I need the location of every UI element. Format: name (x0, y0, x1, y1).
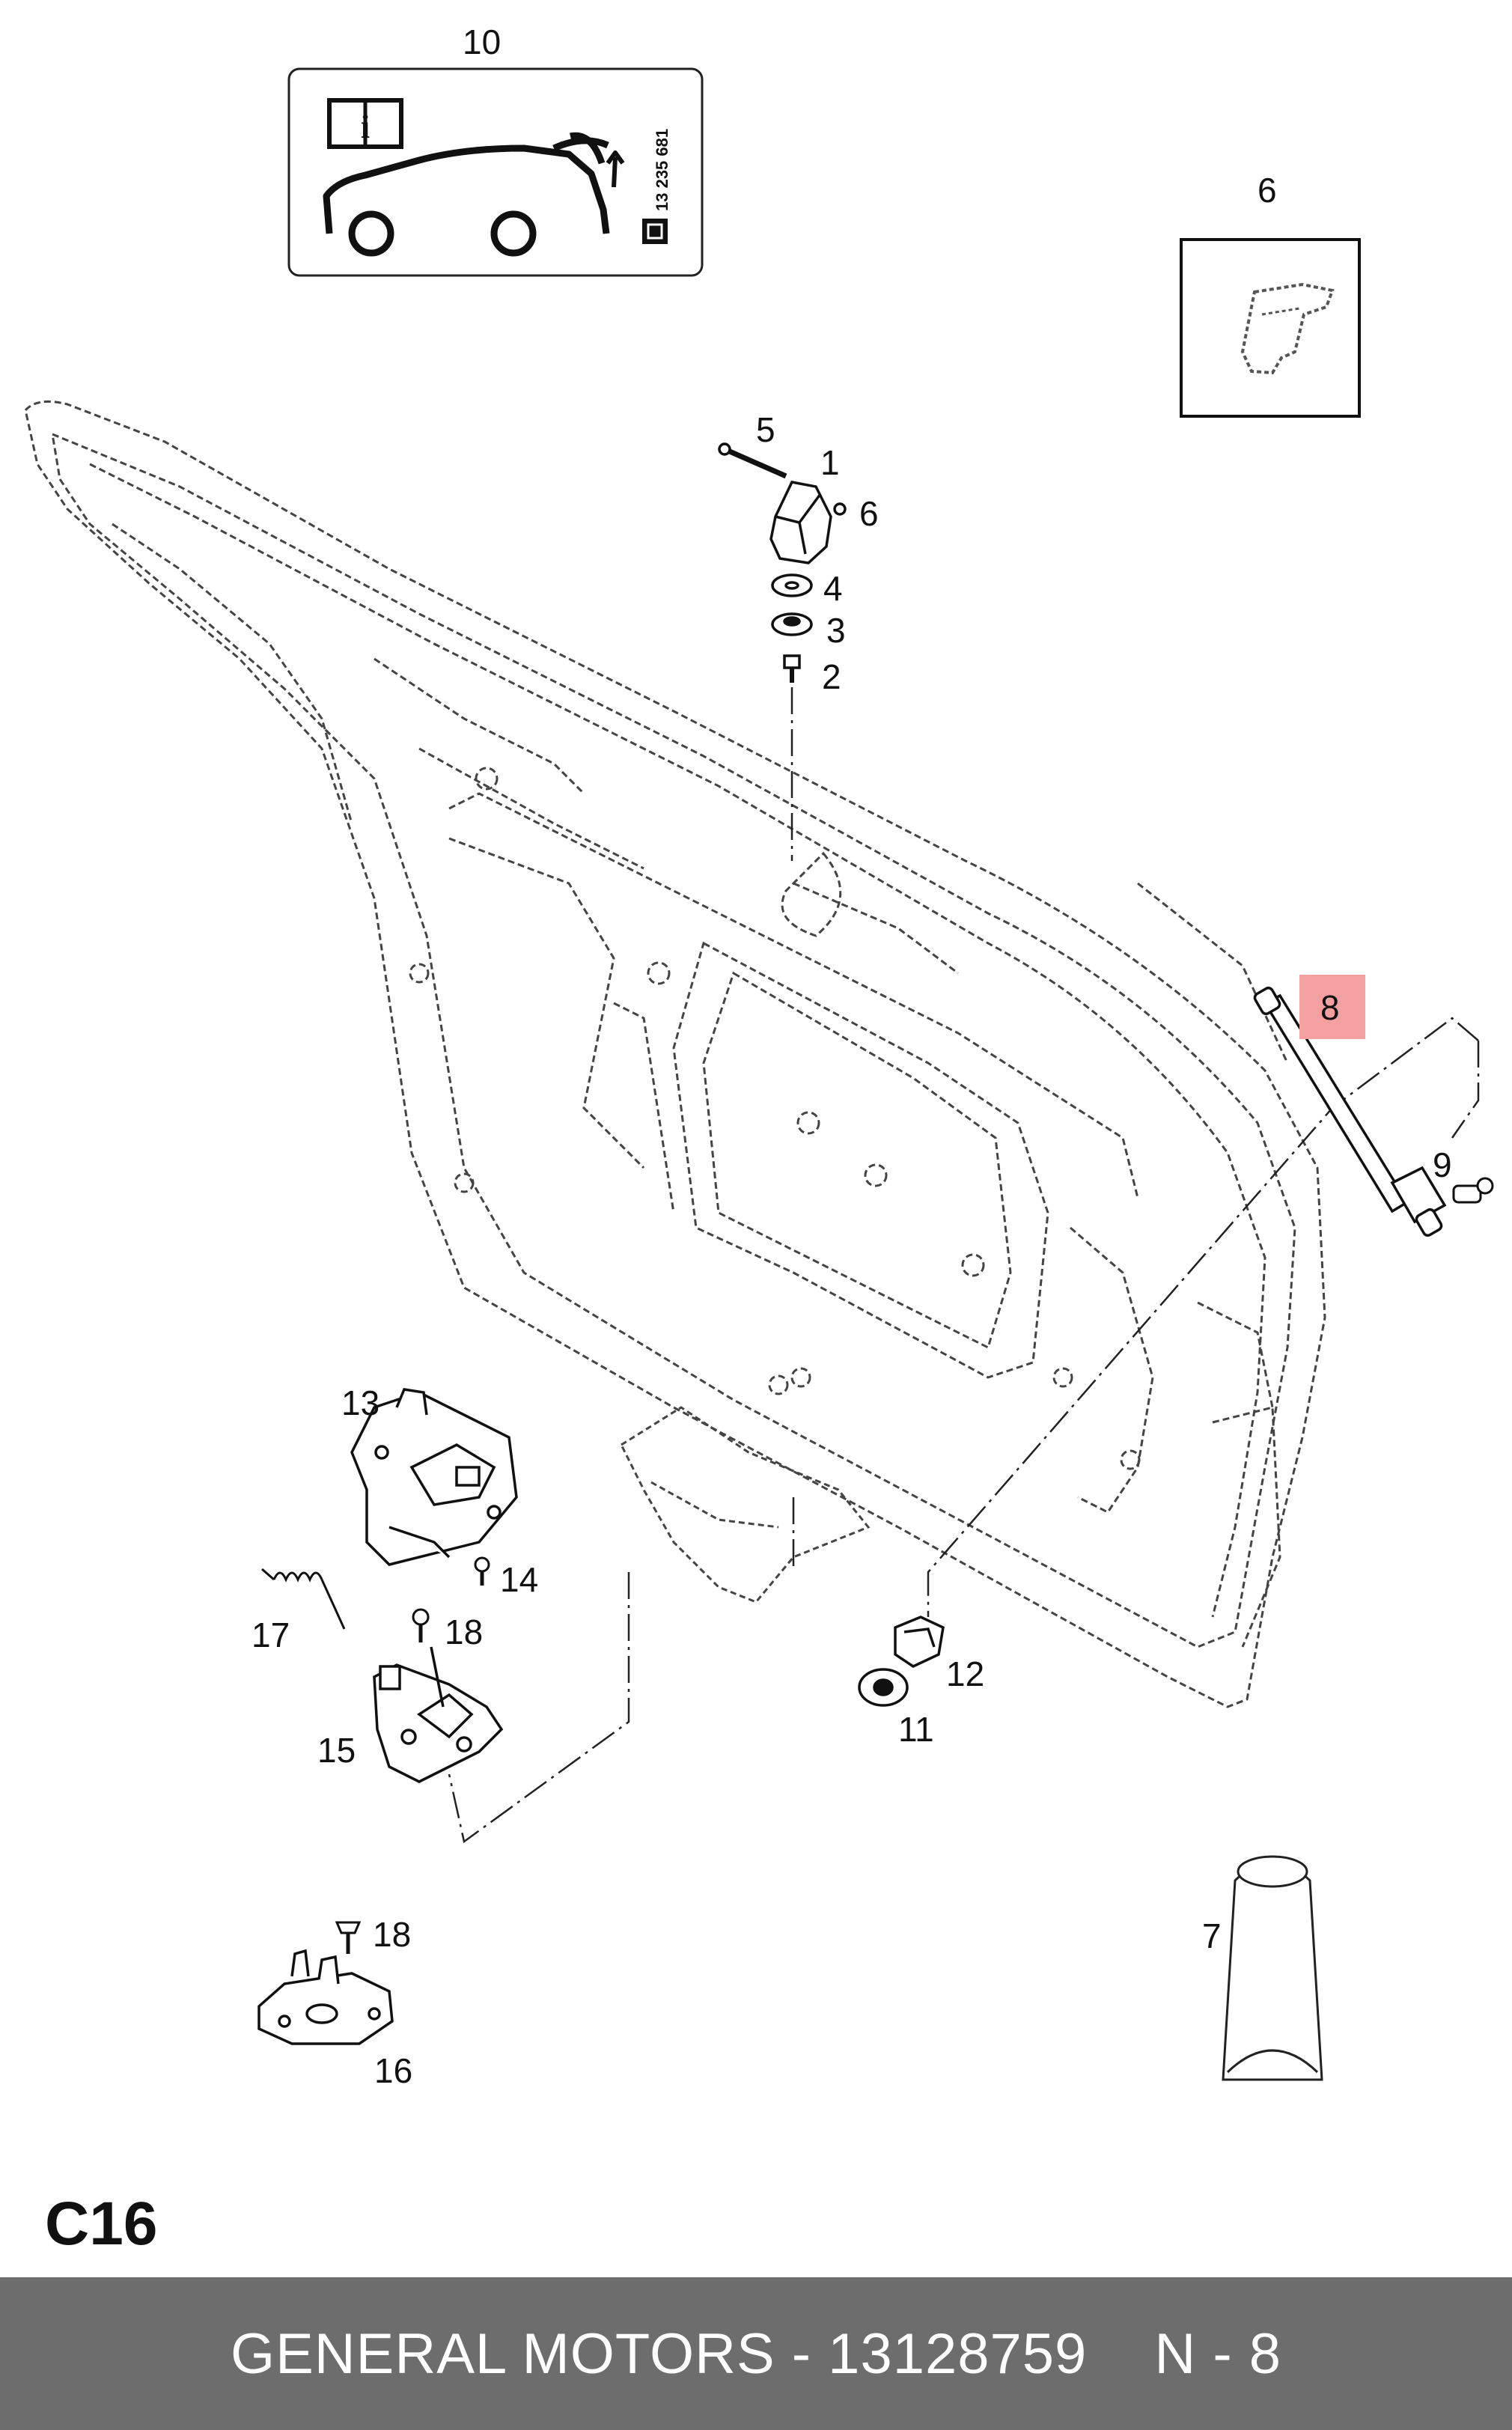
bolt-2 (783, 654, 801, 683)
callout-18-upper: 18 (445, 1613, 483, 1651)
callout-12: 12 (946, 1654, 984, 1693)
sticker-part-number: 13 235 681 (653, 129, 671, 211)
gas-strut (1253, 986, 1447, 1237)
callout-5: 5 (756, 410, 775, 449)
callout-6: 6 (859, 494, 879, 533)
hinge-pin (718, 442, 787, 479)
spring-17 (261, 1568, 346, 1630)
parts-diagram: i 13 235 681 (24, 22, 1494, 2258)
hinge-assembly (718, 442, 847, 683)
callout-2: 2 (822, 657, 841, 696)
callout-1: 1 (820, 443, 840, 482)
grease-tube (1222, 1855, 1323, 2081)
nut-small (833, 502, 847, 516)
callout-17: 17 (252, 1616, 290, 1654)
striker-16 (257, 1949, 394, 2045)
grommet-11 (858, 1668, 909, 1707)
callout-4: 4 (823, 569, 843, 608)
callout-18-lower: 18 (373, 1915, 411, 1954)
screw-18-upper (412, 1608, 430, 1642)
washer-3 (771, 612, 813, 636)
lock-13 (350, 1388, 518, 1566)
latch-15 (373, 1646, 504, 1783)
callout-labels: 10 6 5 1 6 4 3 2 8 9 13 14 17 18 12 11 1… (252, 22, 1452, 2090)
hinge (769, 481, 832, 564)
gm-logo (642, 219, 668, 244)
callout-9: 9 (1433, 1145, 1452, 1184)
callout-16: 16 (374, 2051, 412, 2090)
car-open-tailgate-icon (323, 132, 625, 257)
screw-14 (474, 1556, 490, 1586)
info-book-icon: i (327, 98, 403, 149)
washer-4 (771, 573, 813, 597)
tailgate-panel (24, 400, 1326, 1708)
callout-11: 11 (898, 1710, 934, 1749)
bumper-12 (894, 1616, 945, 1669)
callout-7: 7 (1202, 1916, 1222, 1955)
callout-14: 14 (500, 1560, 538, 1599)
highlight-box (1299, 975, 1365, 1039)
callout-13: 13 (341, 1383, 379, 1422)
latch-mount-bracket (620, 1406, 871, 1604)
section-code: C16 (45, 2190, 157, 2258)
footer-brand-part: GENERAL MOTORS - 13128759 (230, 2321, 1088, 2386)
callout-8: 8 (1320, 988, 1340, 1027)
footer-bar: GENERAL MOTORS - 13128759 N - 8 (0, 2277, 1512, 2430)
callout-15: 15 (317, 1731, 356, 1770)
footer-ref: N - 8 (1154, 2321, 1282, 2386)
callout-3: 3 (826, 611, 846, 650)
svg-text:i: i (361, 109, 370, 145)
detail-box-clip (1180, 238, 1361, 418)
callout-6-detail: 6 (1258, 171, 1277, 210)
screw-18-lower (335, 1921, 362, 1954)
ball-stud (1452, 1177, 1494, 1204)
label-sticker: i 13 235 681 (287, 67, 704, 277)
callout-10: 10 (463, 22, 501, 61)
